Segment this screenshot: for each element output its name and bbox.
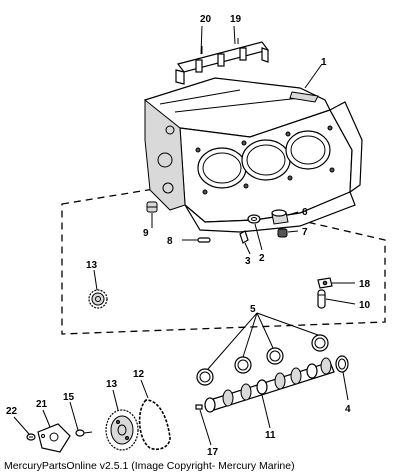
callout-2: 2 <box>259 253 265 264</box>
callout-11: 11 <box>265 430 276 441</box>
callout-21: 21 <box>36 399 48 410</box>
dashed-assembly-outline <box>61 187 386 335</box>
callout-14: 13 <box>86 260 98 271</box>
callout-5: 5 <box>250 304 256 315</box>
callout-22: 22 <box>6 406 18 417</box>
callout-12: 12 <box>133 369 145 380</box>
thrust-plate-21 <box>37 423 71 453</box>
engine-block <box>144 77 363 233</box>
callout-20: 20 <box>200 14 212 25</box>
callout-15: 15 <box>63 392 75 403</box>
gear-14 <box>88 289 108 309</box>
callout-6: 6 <box>302 207 308 218</box>
leader-lines <box>13 25 356 446</box>
callout-13: 13 <box>106 379 118 390</box>
plug-9 <box>146 201 158 213</box>
cam-plug-4 <box>335 355 349 373</box>
bolt-15 <box>75 429 93 437</box>
cam-sprocket-13 <box>105 409 139 451</box>
washer-2 <box>247 214 261 224</box>
lifter-18 <box>317 277 333 289</box>
key-3 <box>239 230 249 244</box>
image-caption: MercuryPartsOnline v2.5.1 (Image Copyrig… <box>4 460 295 472</box>
callout-17: 17 <box>207 447 219 458</box>
callout-10: 10 <box>359 300 371 311</box>
pushrod-10 <box>317 289 326 309</box>
callout-1: 1 <box>321 57 327 68</box>
callout-19: 19 <box>230 14 242 25</box>
screw-22 <box>26 433 36 441</box>
cam-bearings-5 <box>196 334 329 386</box>
key-17 <box>195 404 203 410</box>
dowel-pin-8 <box>197 237 211 243</box>
callout-7: 7 <box>302 227 308 238</box>
callout-4: 4 <box>345 404 351 415</box>
callout-18: 18 <box>359 279 371 290</box>
callout-9: 9 <box>143 228 149 239</box>
plug-7 <box>277 228 288 238</box>
timing-chain-12 <box>138 399 171 451</box>
callout-3: 3 <box>245 256 251 267</box>
callout-8: 8 <box>167 236 173 247</box>
lifter-guide-retainer <box>175 38 270 85</box>
camshaft-11 <box>204 357 335 413</box>
fitting-6 <box>271 209 289 225</box>
